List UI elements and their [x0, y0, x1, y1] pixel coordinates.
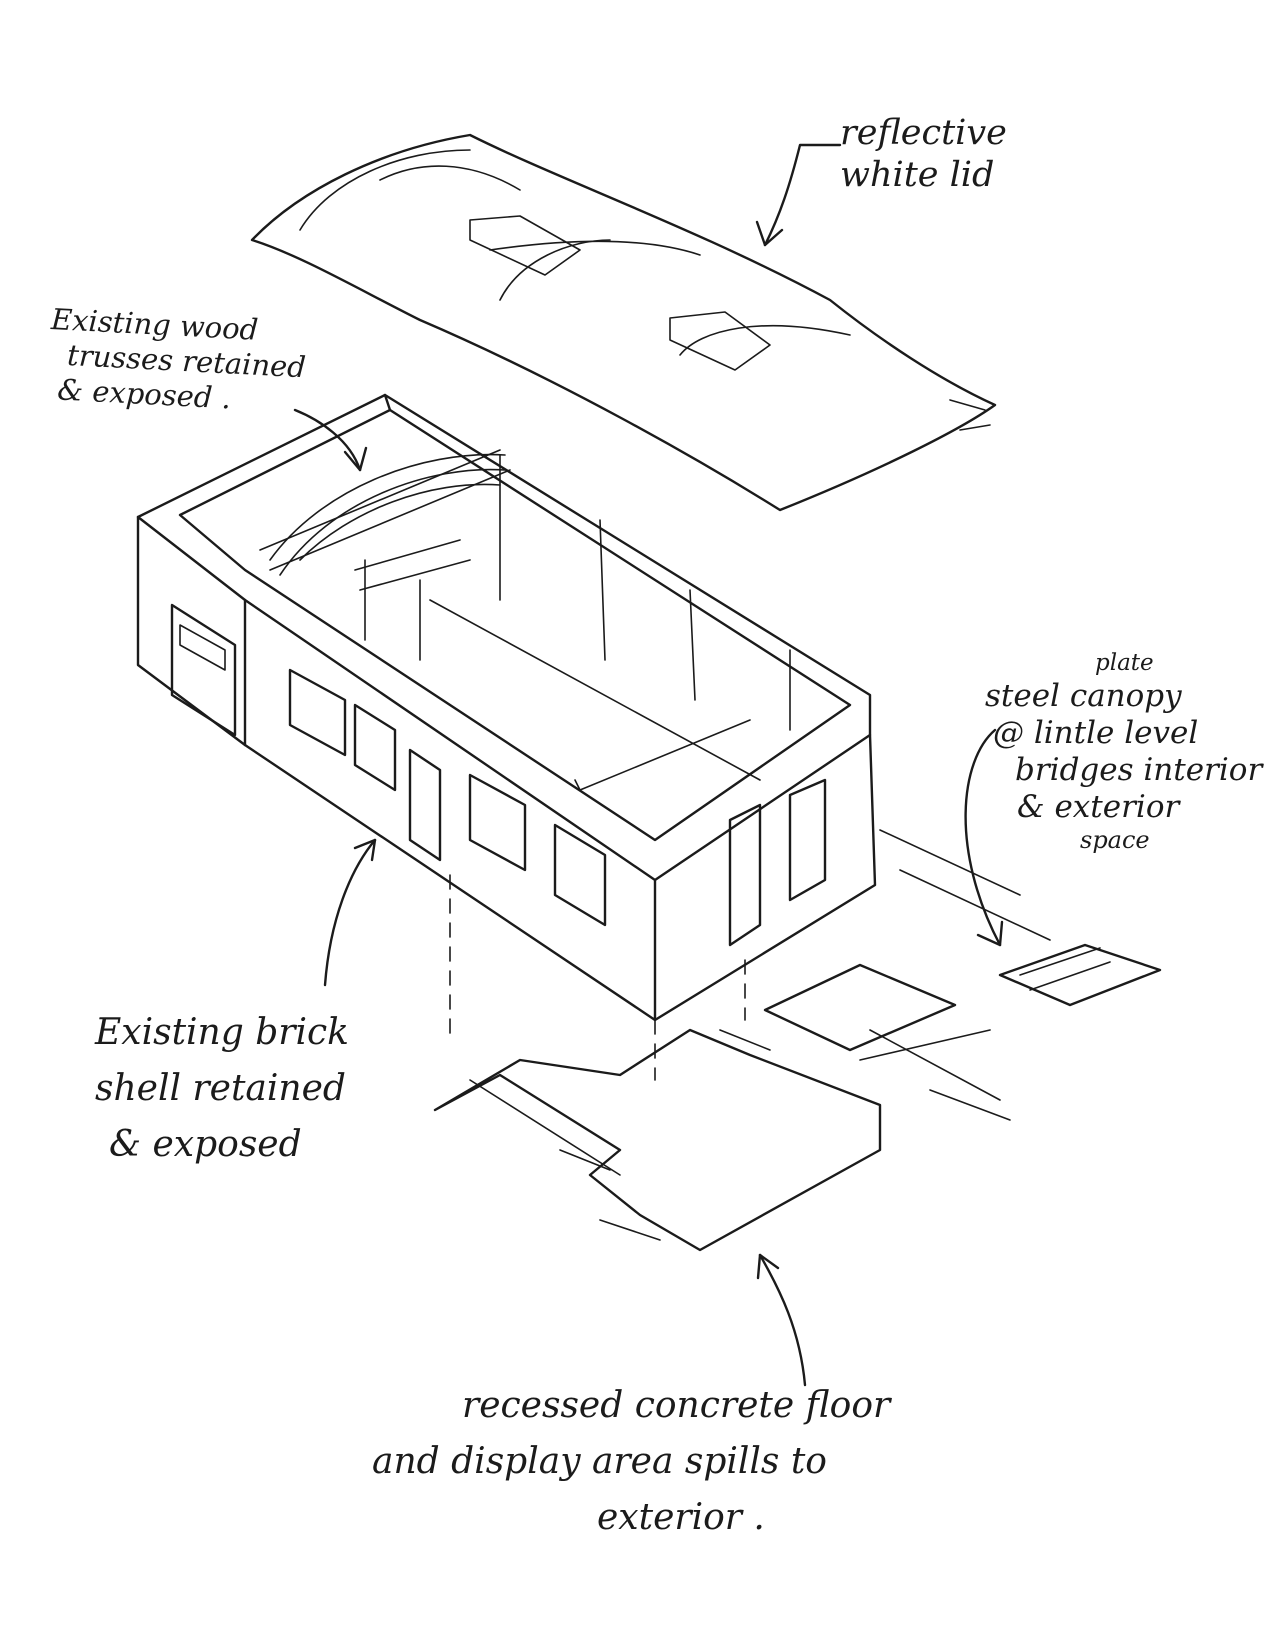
brick-line-3: & exposed	[109, 1123, 302, 1165]
skylight-1	[469, 215, 581, 276]
end-wall-door	[170, 603, 237, 737]
brick-line-2: shell retained	[95, 1067, 346, 1109]
lid-annotation: reflective white lid	[840, 112, 1007, 196]
lid-line-1: reflective	[840, 113, 1007, 153]
skylight-2	[669, 311, 771, 371]
brick-shell	[136, 393, 877, 1022]
floor-line-2: and display area spills to	[372, 1440, 827, 1482]
canopy-line-6: space	[1080, 826, 1150, 855]
trusses-annotation: Existing wood trusses retained & exposed…	[47, 302, 309, 420]
front-windows	[288, 668, 607, 927]
lid-line-2: white lid	[840, 155, 995, 195]
brick-shell-annotation: Existing brick shell retained & exposed	[95, 1005, 349, 1172]
steel-canopy	[763, 829, 1162, 1121]
concrete-floor	[433, 1028, 882, 1252]
canopy-annotation: plate steel canopy @ lintle level bridge…	[985, 650, 1262, 855]
canopy-line-4: bridges interior	[1015, 751, 1263, 788]
canopy-line-5: & exterior	[1017, 789, 1180, 826]
canopy-line-1: plate	[1095, 650, 1154, 676]
leader-arrows	[293, 143, 1004, 1387]
brick-line-1: Existing brick	[95, 1012, 349, 1053]
wood-trusses	[259, 449, 511, 661]
roof-lid	[250, 133, 997, 512]
canopy-line-2: steel canopy	[985, 677, 1182, 714]
projection-lines	[449, 874, 746, 1081]
floor-line-1: recessed concrete floor	[462, 1385, 891, 1426]
floor-line-3: exterior .	[597, 1496, 765, 1538]
floor-annotation: recessed concrete floor and display area…	[372, 1378, 890, 1545]
end-wall-openings	[728, 778, 827, 947]
canopy-line-3: @ lintle level	[993, 714, 1199, 751]
